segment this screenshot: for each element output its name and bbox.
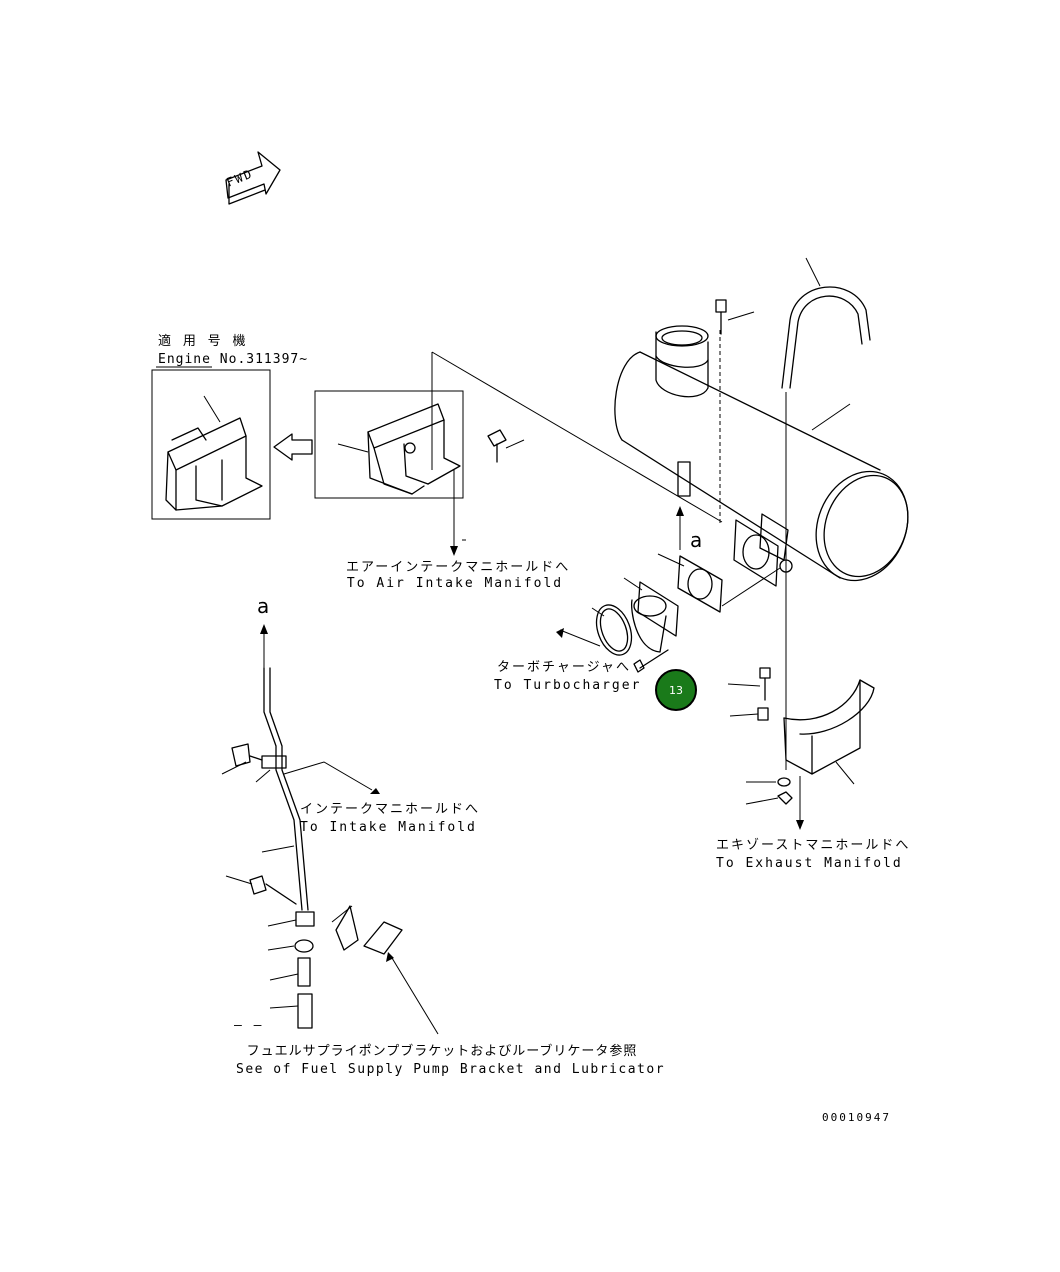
exhaust-flange	[591, 519, 781, 656]
turbocharger-label-jp: ターボチャージャへ	[497, 660, 631, 675]
part-badge-13[interactable]: 13	[669, 683, 683, 697]
lower-bracket	[727, 667, 875, 805]
fuel-pump-label-jp: フュエルサプライポンプブラケットおよびルーブリケータ参照	[246, 1044, 638, 1059]
leader-lines	[221, 761, 439, 1035]
muffler	[614, 325, 909, 582]
fuel-pump-label-en: See of Fuel Supply Pump Bracket and Lubr…	[236, 1062, 666, 1077]
exhaust-manifold-label-jp: エキゾーストマニホールドへ	[716, 838, 911, 853]
part-badge-circle	[655, 669, 697, 711]
u-bolt	[781, 257, 871, 770]
dash-marker: – –	[234, 1018, 264, 1033]
engine-label-jp: 適 用 号 機	[158, 334, 248, 349]
hollow-arrow-icon	[273, 433, 313, 461]
turbocharger-label-en: To Turbocharger	[494, 678, 642, 693]
fwd-arrow-icon	[225, 151, 281, 205]
engine-label-en: Engine No.311397~	[158, 352, 309, 367]
bolt-icon	[633, 649, 669, 673]
tube-assembly	[231, 667, 403, 1029]
bolt-icon	[715, 299, 755, 335]
bracket-view	[314, 351, 723, 523]
view-marker-a-2: a	[257, 594, 270, 618]
exhaust-manifold-label-en: To Exhaust Manifold	[716, 856, 903, 871]
inset-bracket-view	[151, 366, 271, 520]
intake-manifold-label-en: To Intake Manifold	[300, 820, 477, 835]
air-intake-label-en: To Air Intake Manifold	[346, 576, 564, 591]
intake-manifold-label-jp: インテークマニホールドへ	[300, 802, 481, 817]
bolt-icon	[487, 429, 525, 463]
air-intake-label-jp: エアーインテークマニホールドへ	[346, 560, 571, 575]
drawing-number: 00010947	[822, 1111, 891, 1124]
view-marker-a: a	[690, 528, 703, 552]
